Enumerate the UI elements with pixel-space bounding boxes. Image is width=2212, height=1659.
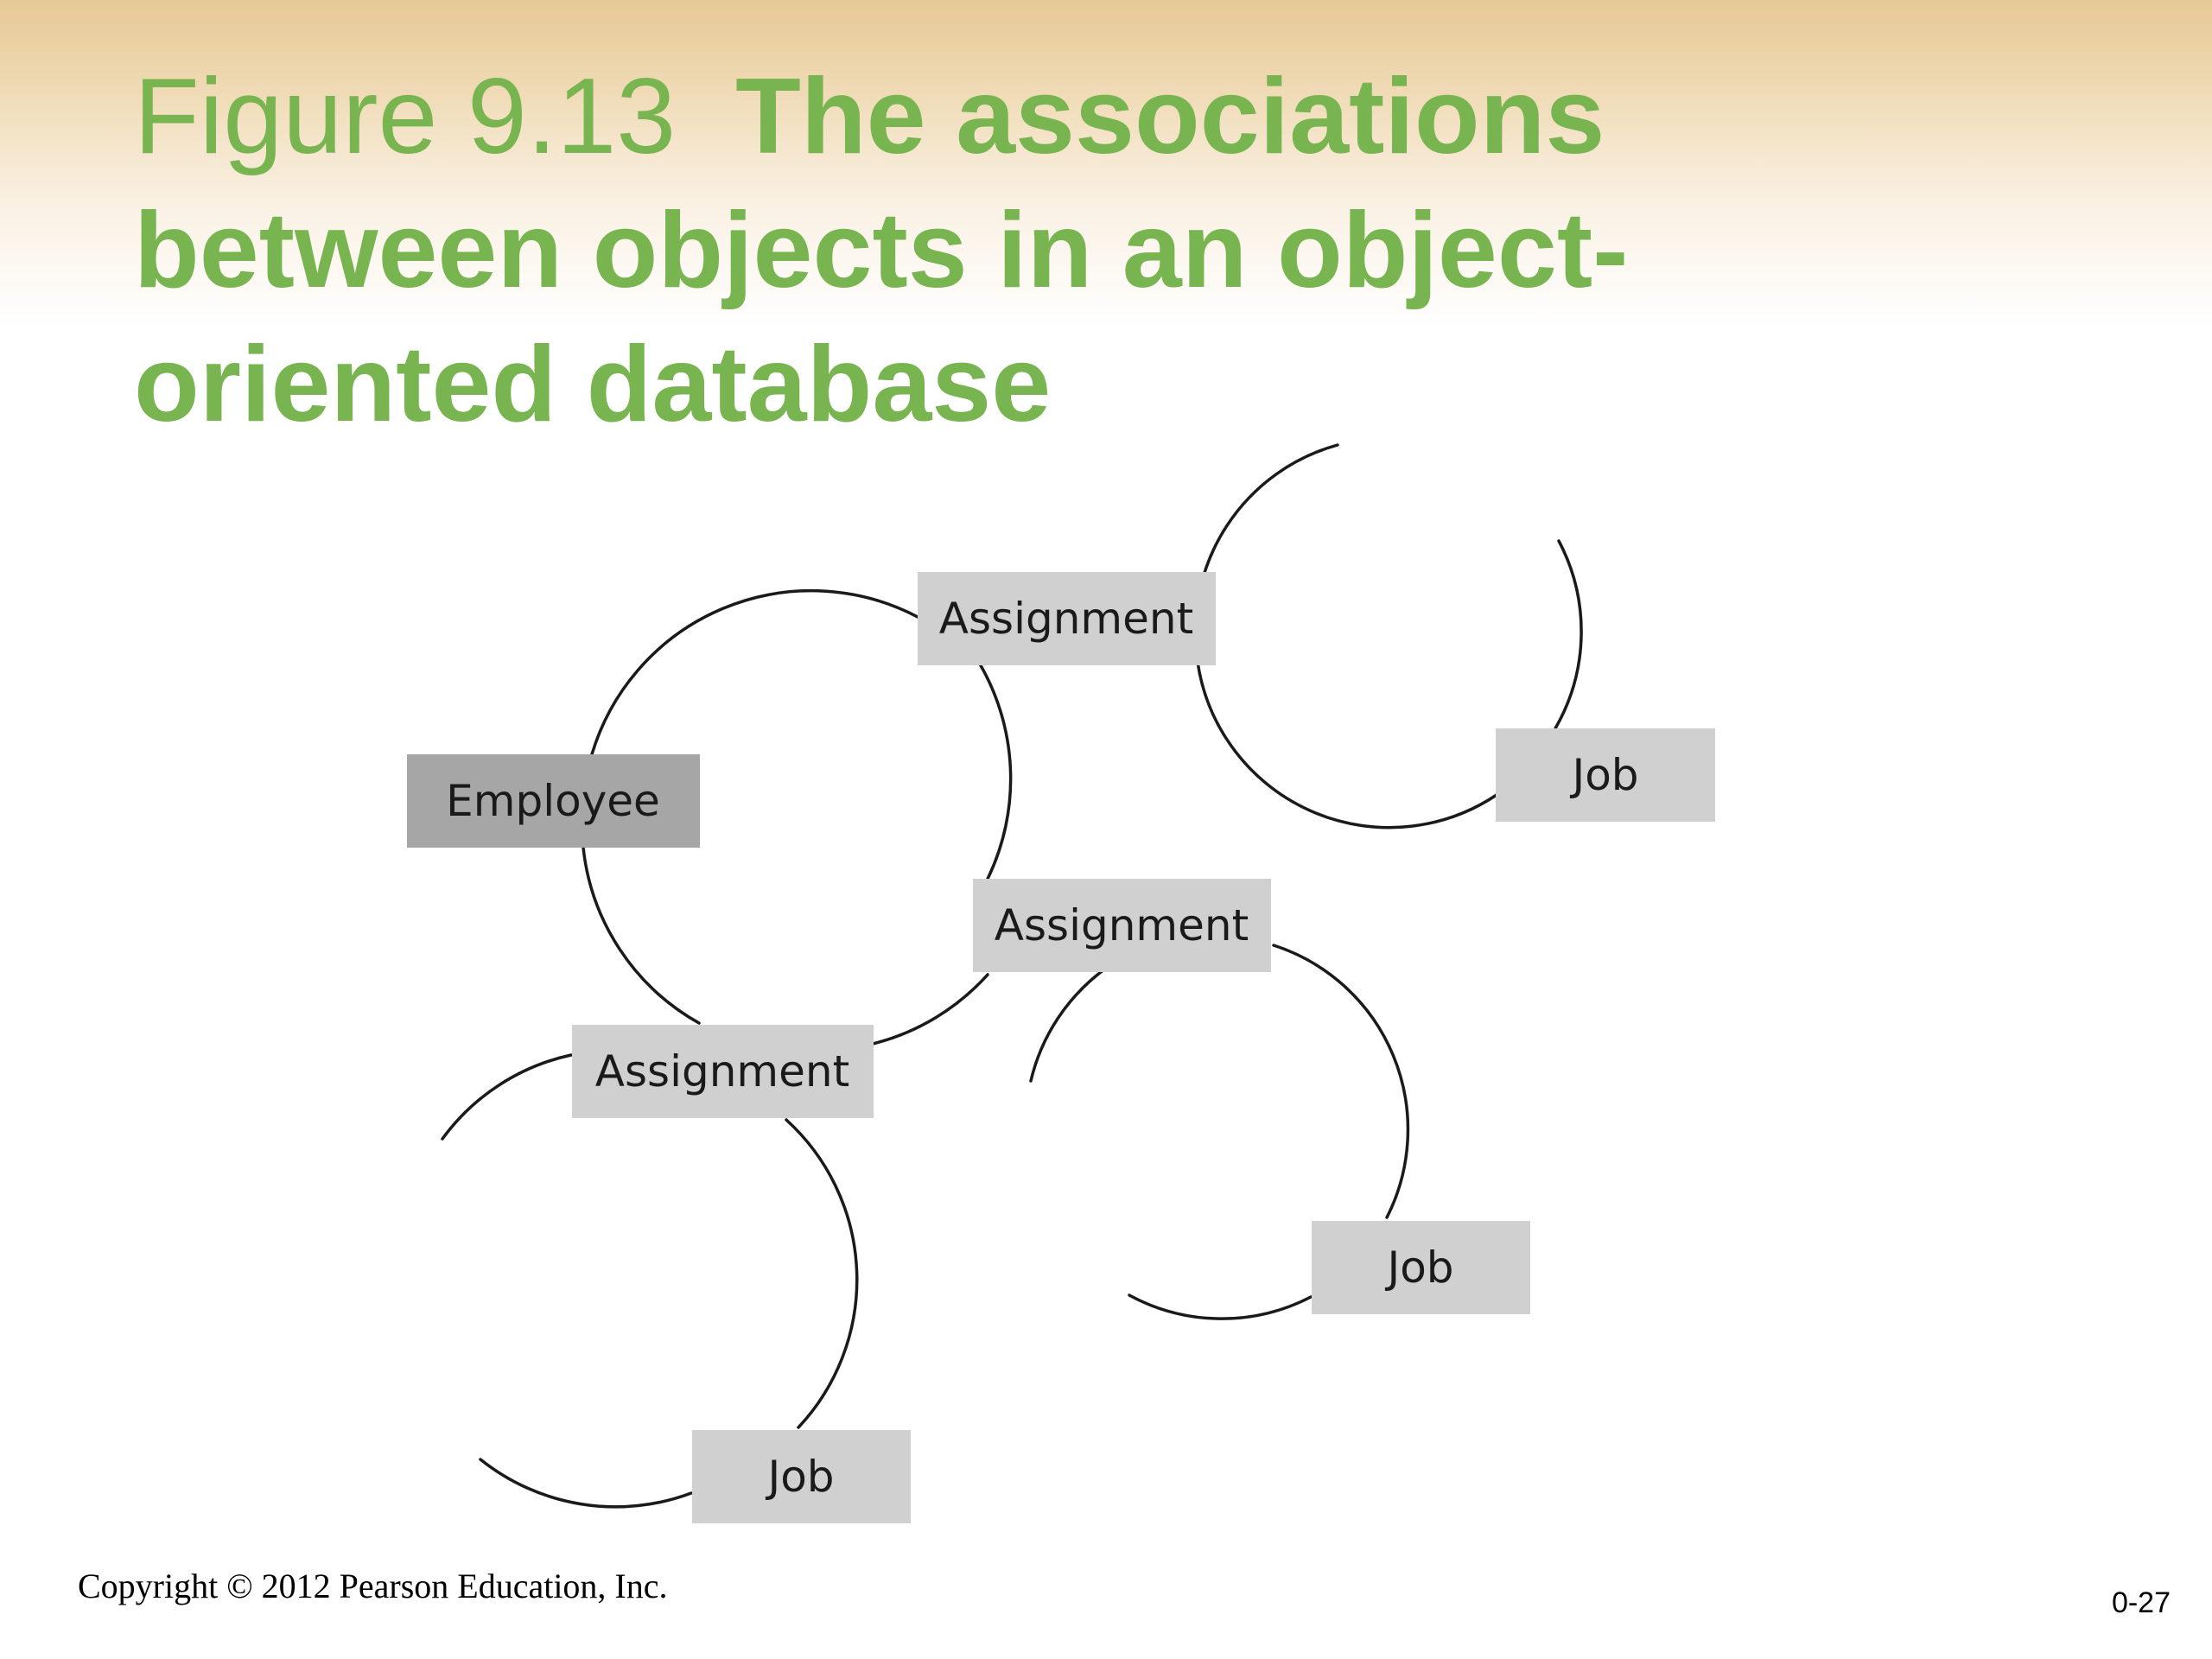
job-label-3: Job — [765, 1452, 834, 1502]
arc-assignment-3-to-employee — [582, 846, 701, 1025]
object-nodes: Employee Assignment Assignment Assignmen… — [407, 572, 1715, 1523]
job-node-2: Job — [1312, 1221, 1530, 1314]
job-box-1 — [1496, 728, 1715, 822]
assignment-label-3: Assignment — [595, 1046, 849, 1096]
arc-assignment-2-to-job-2 — [1272, 944, 1410, 1219]
assignment-box-2 — [973, 879, 1271, 972]
assignment-node-1: Assignment — [918, 572, 1216, 665]
assignment-label-2: Assignment — [995, 900, 1249, 950]
assignment-box-3 — [572, 1025, 874, 1118]
employee-label: Employee — [446, 776, 660, 826]
assignment-box-1 — [918, 572, 1216, 665]
employee-node: Employee — [407, 754, 700, 848]
job-box-3 — [692, 1430, 911, 1523]
assignment-node-3: Assignment — [572, 1025, 874, 1118]
job-box-2 — [1312, 1221, 1530, 1314]
figure-caption: The associations between objects in an o… — [134, 57, 1629, 444]
arc-job-1-to-assignment-1-upper — [1554, 539, 1583, 730]
arc-assignment-1-to-assignment-2 — [976, 659, 1013, 880]
arc-employee-to-assignment-1 — [590, 589, 919, 756]
arc-assignment-1-to-job-1 — [1193, 443, 1339, 663]
arc-assignment-1-to-job-1-lower — [1196, 660, 1498, 830]
job-node-3: Job — [692, 1430, 911, 1523]
job-label-1: Job — [1569, 750, 1638, 800]
assignment-node-2: Assignment — [973, 879, 1271, 972]
arc-assignment-3-left-tail — [441, 1053, 573, 1141]
job-node-1: Job — [1496, 728, 1715, 822]
slide-title: Figure 9.13 The associations between obj… — [134, 50, 1862, 452]
slide-number: 0-27 — [2111, 1586, 2171, 1619]
arc-job-3-lower-tail — [479, 1458, 693, 1509]
employee-box — [407, 754, 700, 848]
association-arcs — [441, 443, 1583, 1509]
figure-label: Figure 9.13 — [134, 57, 677, 176]
arc-assignment-3-to-job-3 — [785, 1118, 859, 1429]
arc-assignment-2-left-tail — [1029, 968, 1106, 1083]
header-gradient-band — [0, 0, 2212, 328]
arc-assignment-2-to-assignment-3 — [871, 973, 989, 1046]
job-label-2: Job — [1384, 1243, 1453, 1293]
copyright-notice: Copyright © 2012 Pearson Education, Inc. — [78, 1567, 668, 1605]
arc-job-2-lower-tail — [1128, 1294, 1313, 1320]
assignment-label-1: Assignment — [939, 594, 1193, 644]
